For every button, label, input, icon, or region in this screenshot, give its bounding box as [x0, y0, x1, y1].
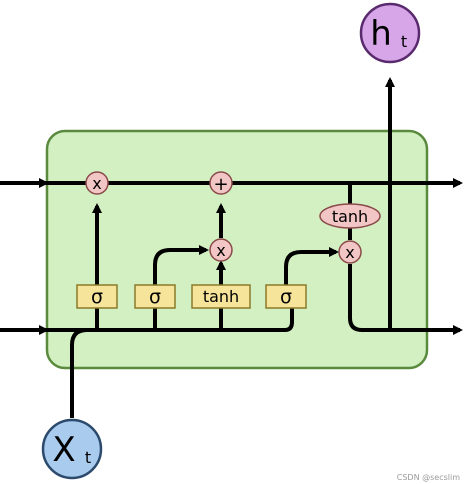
output-gate-box: σ	[265, 284, 307, 309]
forget-multiply-label: x	[92, 174, 101, 193]
input-xt-sub: t	[85, 448, 91, 467]
output-h-line	[348, 264, 463, 335]
watermark: CSDN @secslim	[396, 473, 460, 482]
output-tanh-label: tanh	[332, 207, 368, 226]
output-tanh-op: tanh	[319, 203, 381, 229]
output-ht-main: h	[370, 14, 392, 54]
output-ht-sub: t	[401, 32, 407, 51]
output-multiply-op: x	[338, 240, 362, 264]
input-gate-box: σ	[134, 284, 176, 309]
output-ht-node: h t	[359, 2, 421, 64]
lstm-cell-box	[45, 129, 429, 370]
input-gate-label: σ	[149, 286, 161, 308]
output-multiply-label: x	[345, 243, 354, 262]
forget-gate-label: σ	[91, 286, 103, 308]
cell-add-label: +	[213, 174, 228, 195]
output-gate-arrow	[284, 247, 339, 285]
input-xt-line	[70, 328, 88, 418]
output-gate-label: σ	[280, 286, 292, 308]
input-xt-main: X	[52, 430, 75, 470]
candidate-tanh-label: tanh	[203, 287, 239, 306]
input-multiply-label: x	[216, 241, 225, 260]
hidden-state-line	[46, 302, 294, 332]
cell-add-op: +	[209, 171, 233, 195]
input-xt-node: X t	[41, 418, 103, 480]
candidate-tanh-box: tanh	[191, 284, 251, 309]
forget-multiply-op: x	[85, 171, 109, 195]
forget-gate-box: σ	[76, 284, 118, 309]
input-multiply-op: x	[209, 238, 233, 262]
